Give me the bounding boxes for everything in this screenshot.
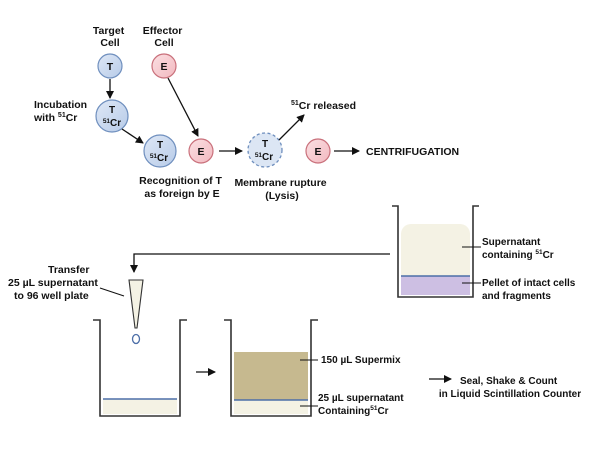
supermix-label: 150 µL Supermix xyxy=(321,355,401,366)
arrow-to-recognition xyxy=(121,128,144,144)
arrow-effector-approach xyxy=(167,77,199,137)
lysed-target-cell: T 51Cr xyxy=(247,132,283,168)
effector-cell: E xyxy=(151,53,177,79)
pipette-pointer xyxy=(99,287,125,297)
target-cell-letter: T xyxy=(107,61,114,73)
arrow-cr-released xyxy=(278,114,305,141)
target-cell-header: Target Cell xyxy=(93,25,127,49)
effector-cell-letter: E xyxy=(160,61,167,73)
incubation-label: Incubation with 51Cr xyxy=(33,99,90,124)
svg-text:T: T xyxy=(109,105,115,116)
svg-text:T: T xyxy=(262,139,268,150)
svg-text:51Cr: 51Cr xyxy=(255,152,273,163)
plate-supernatant-label: 25 µL supernatant Containing51Cr xyxy=(318,393,406,417)
svg-text:T: T xyxy=(157,140,163,151)
effector-cell-header: Effector Cell xyxy=(143,25,186,49)
recognition-label: Recognition of T as foreign by E xyxy=(139,175,225,200)
tube-supernatant-label: Supernatant containing 51Cr xyxy=(482,237,554,261)
pellet-label: Pellet of intact cells and fragments xyxy=(482,278,578,302)
attacking-effector-cell: E xyxy=(188,138,214,164)
transfer-label: Transfer 25 µL supernatant to 96 well pl… xyxy=(8,264,101,302)
final-step-label: Seal, Shake & Count in Liquid Scintillat… xyxy=(439,376,581,400)
centrifuge-tube xyxy=(392,205,479,298)
centrifugation-label: CENTRIFUGATION xyxy=(366,146,459,158)
svg-text:51Cr: 51Cr xyxy=(103,118,121,129)
cr-released-label: 51Cr released xyxy=(291,100,356,112)
svg-text:E: E xyxy=(314,146,321,158)
droplet xyxy=(131,333,141,345)
lysis-effector-cell: E xyxy=(305,138,331,164)
receiving-well xyxy=(93,319,187,417)
labeled-target-cell: T 51Cr xyxy=(95,99,129,133)
membrane-rupture-label: Membrane rupture (Lysis) xyxy=(234,177,329,202)
svg-text:E: E xyxy=(197,146,204,158)
recognized-target-cell: T 51Cr xyxy=(143,134,177,168)
arrow-transfer xyxy=(130,253,390,273)
svg-text:51Cr: 51Cr xyxy=(150,153,168,164)
supermix-well xyxy=(224,319,318,417)
target-cell: T xyxy=(97,53,123,79)
pipette-tip xyxy=(128,279,144,329)
